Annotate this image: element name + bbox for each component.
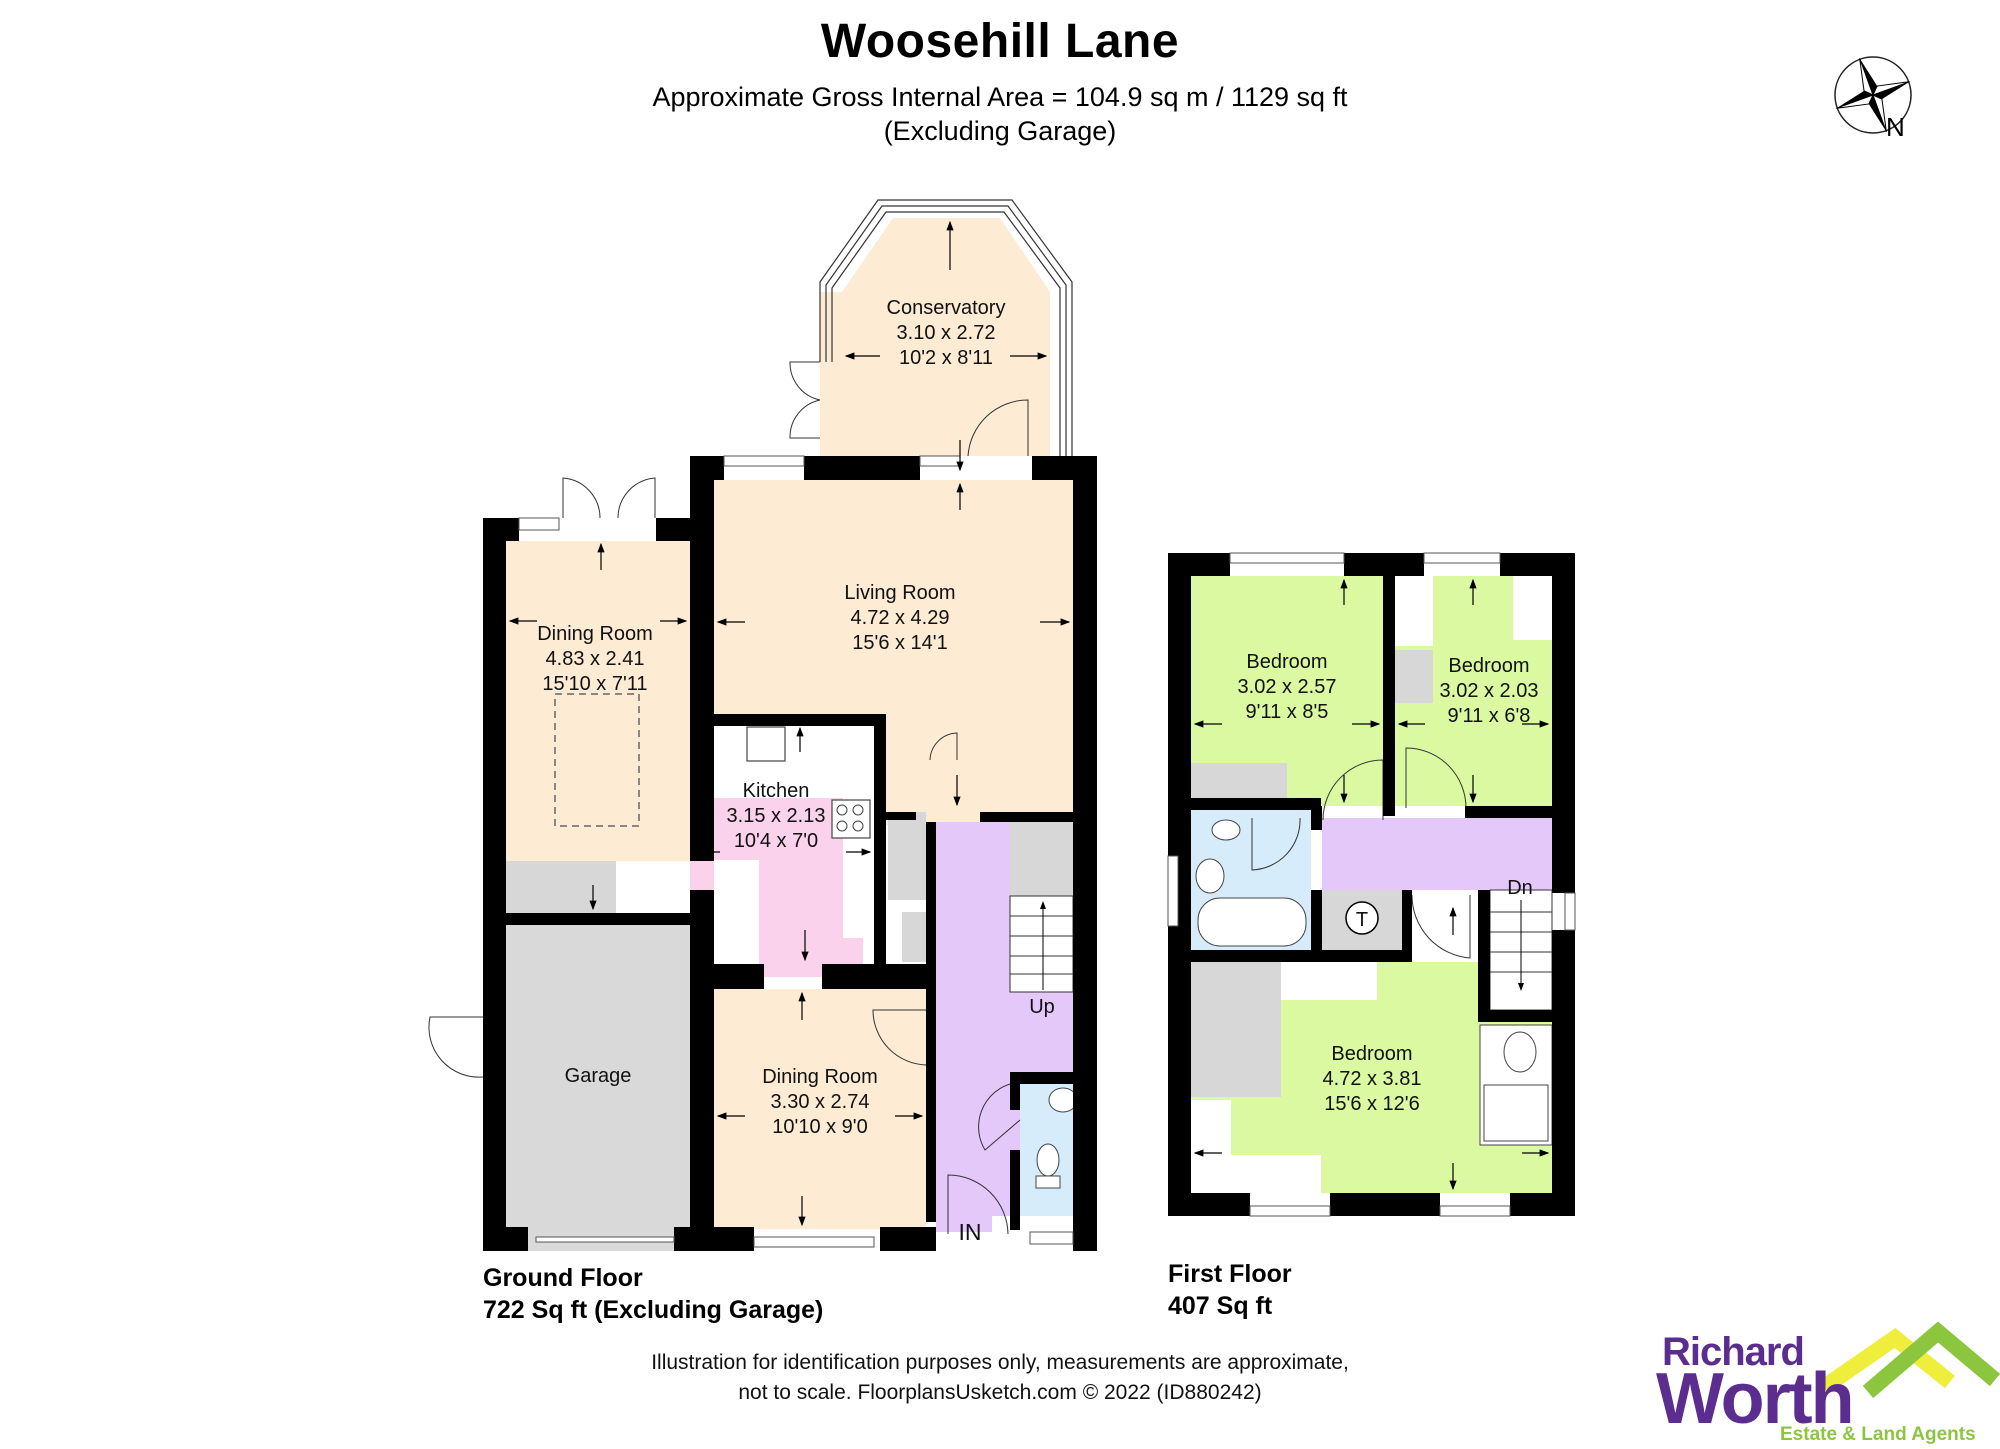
entrance-label: IN — [959, 1219, 982, 1245]
conservatory-area — [820, 218, 1050, 456]
ground-floor-walls — [483, 456, 1097, 1251]
first-floor-label: First Floor — [1168, 1260, 1292, 1288]
first-floor-walls — [1168, 553, 1575, 1216]
area-note-text: (Excluding Garage) — [883, 116, 1117, 146]
bedroom-1-metric: 3.02 x 2.57 — [1238, 676, 1337, 698]
logo-text-worth: Worth — [1656, 1359, 1855, 1439]
logo-tagline: Estate & Land Agents — [1780, 1424, 1976, 1445]
stairs — [1009, 895, 1074, 993]
ground-floor-area: 722 Sq ft (Excluding Garage) — [483, 1296, 824, 1324]
bedroom-2-imperial: 9'11 x 6'8 — [1448, 705, 1531, 727]
disclaimer: Illustration for identification purposes… — [0, 1348, 2000, 1408]
bedroom-3-name: Bedroom — [1331, 1043, 1412, 1065]
agent-logo: Richard Worth Estate & Land Agents — [1650, 1310, 2000, 1449]
ground-floor-plan: Conservatory 3.10 x 2.72 10'2 x 8'11 Liv… — [428, 199, 1097, 1251]
living-room-metric: 4.72 x 4.29 — [851, 607, 950, 629]
page-title: Woosehill Lane — [820, 15, 1180, 68]
bedroom-2-name: Bedroom — [1448, 655, 1529, 677]
conservatory-metric: 3.10 x 2.72 — [897, 322, 996, 344]
compass-rose-icon — [1834, 56, 1912, 134]
dining-room-2-metric: 3.30 x 2.74 — [771, 1091, 870, 1113]
first-floor-caption: First Floor 407 Sq ft — [1168, 1258, 1292, 1322]
conservatory-name: Conservatory — [887, 297, 1006, 319]
disclaimer-line-2: not to scale. FloorplansUsketch.com © 20… — [738, 1381, 1262, 1404]
landing-area — [1322, 818, 1552, 890]
dining-room-2-area — [714, 989, 926, 1229]
first-floor-area: 407 Sq ft — [1168, 1292, 1273, 1320]
living-room-imperial: 15'6 x 14'1 — [852, 632, 948, 654]
kitchen-imperial: 10'4 x 7'0 — [734, 830, 818, 852]
garage-name: Garage — [565, 1065, 632, 1087]
gross-area-text: Approximate Gross Internal Area = 104.9 … — [652, 82, 1348, 112]
bedroom-1-imperial: 9'11 x 8'5 — [1246, 701, 1329, 723]
conservatory-imperial: 10'2 x 8'11 — [899, 347, 993, 369]
kitchen-name: Kitchen — [743, 780, 810, 802]
ground-floor-label: Ground Floor — [483, 1264, 643, 1292]
ground-floor-caption: Ground Floor 722 Sq ft (Excluding Garage… — [483, 1262, 823, 1326]
house-roof-icon — [1815, 1321, 2000, 1399]
tank-label: T — [1356, 909, 1368, 931]
dining-room-2-imperial: 10'10 x 9'0 — [772, 1116, 868, 1138]
tank-icon — [1345, 901, 1379, 935]
bedroom-1-name: Bedroom — [1246, 651, 1327, 673]
logo-text-richard: Richard — [1662, 1330, 1805, 1374]
kitchen-metric: 3.15 x 2.13 — [727, 805, 826, 827]
area-summary: Approximate Gross Internal Area = 104.9 … — [0, 80, 2000, 148]
dining-room-1-name: Dining Room — [537, 623, 653, 645]
north-label: N — [1886, 112, 1905, 142]
stairs-up-label: Up — [1029, 996, 1055, 1018]
bedroom-2-metric: 3.02 x 2.03 — [1440, 680, 1539, 702]
dining-room-1-metric: 4.83 x 2.41 — [546, 648, 645, 670]
stairs-down-label: Dn — [1507, 877, 1533, 899]
dining-room-2-name: Dining Room — [762, 1066, 878, 1088]
bedroom-3-imperial: 15'6 x 12'6 — [1324, 1093, 1420, 1115]
bedroom-3-metric: 4.72 x 3.81 — [1323, 1068, 1422, 1090]
garage-area — [506, 925, 690, 1251]
dining-room-1-imperial: 15'10 x 7'11 — [542, 673, 647, 695]
disclaimer-line-1: Illustration for identification purposes… — [651, 1351, 1349, 1374]
dining-room-1-area — [506, 541, 690, 861]
first-floor-plan: T — [1167, 552, 1576, 1217]
living-room-name: Living Room — [844, 582, 955, 604]
